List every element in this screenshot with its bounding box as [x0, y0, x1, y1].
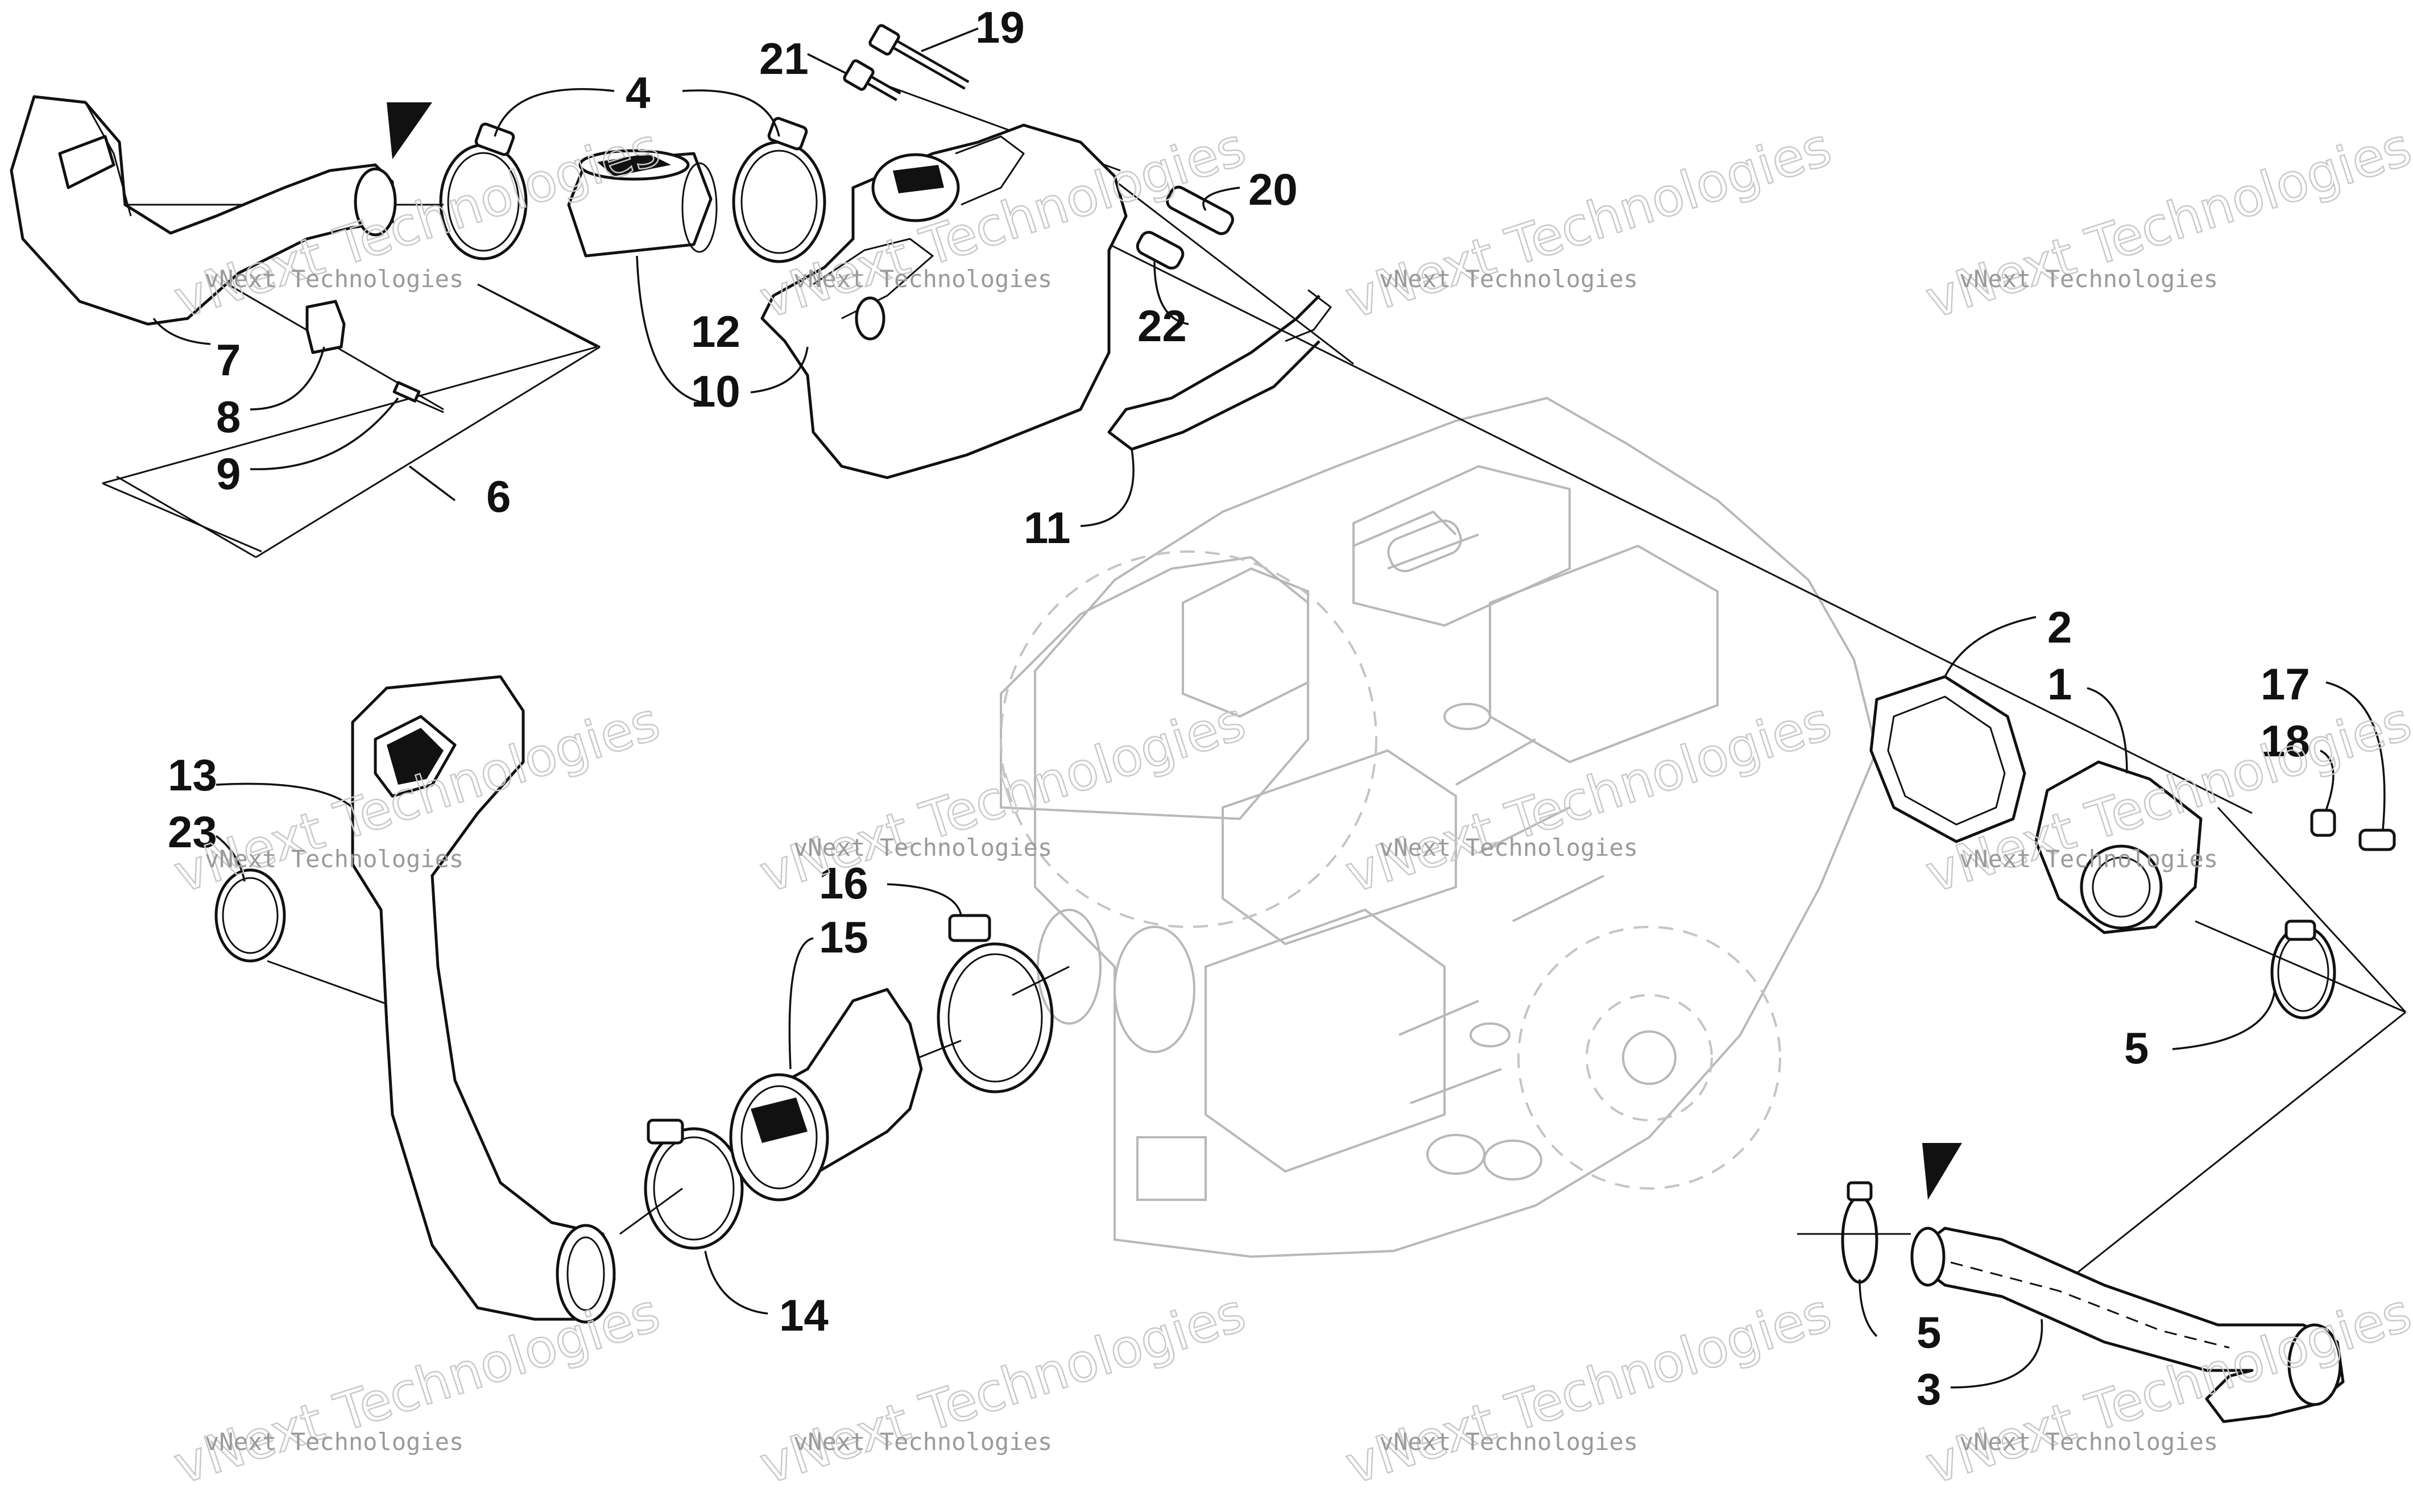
callout-14: 14 — [779, 1290, 829, 1340]
part-19-bolt — [868, 24, 970, 90]
engine-block — [1000, 396, 1878, 1258]
callout-22: 22 — [1137, 301, 1187, 351]
part-13-duct — [351, 675, 616, 1324]
part-4-clamp-right — [732, 117, 826, 263]
watermark-tr2: vNext Technologies vNext Technologies — [1918, 115, 2413, 331]
part-3-hose — [1910, 1227, 2345, 1423]
callout-5-upper: 5 — [2124, 1023, 2149, 1073]
svg-text:vNext Technologies: vNext Technologies — [1339, 116, 1839, 330]
part-5-clamp-lower — [1841, 1181, 1878, 1284]
callout-19: 19 — [975, 2, 1025, 52]
callout-6: 6 — [486, 471, 511, 521]
part-23-clamp — [214, 868, 286, 963]
svg-text:vNext Technologies: vNext Technologies — [793, 834, 1052, 861]
svg-text:vNext Technologies: vNext Technologies — [1339, 1282, 1839, 1496]
callout-10: 10 — [691, 366, 740, 416]
svg-text:vNext Technologies: vNext Technologies — [205, 845, 463, 873]
callout-15: 15 — [819, 912, 868, 962]
part-7-intake-duct — [10, 95, 397, 326]
part-6-assembly-bracket — [116, 283, 601, 558]
svg-text:vNext Technologies: vNext Technologies — [1379, 834, 1638, 861]
callout-8: 8 — [216, 392, 241, 442]
svg-text:vNext Technologies: vNext Technologies — [1959, 845, 2218, 873]
part-21-bolt — [843, 59, 901, 101]
part-11-wire-bracket — [1107, 289, 1332, 451]
direction-arrow-icon-lower — [1922, 1143, 1962, 1200]
callout-leaders — [152, 27, 2386, 1389]
part-12-sleeve — [567, 149, 718, 258]
part-1-fitting — [2034, 760, 2203, 934]
callout-1: 1 — [2047, 659, 2072, 709]
svg-text:vNext Technologies: vNext Technologies — [205, 265, 463, 293]
part-15-boot — [729, 988, 923, 1202]
callout-17: 17 — [2261, 659, 2310, 709]
callout-20: 20 — [1248, 164, 1298, 214]
callout-23: 23 — [168, 807, 217, 857]
watermark-br1: vNext Technologies vNext Technologies — [1338, 1281, 1839, 1497]
part-10-adapter — [760, 123, 1128, 479]
svg-text:vNext Technologies: vNext Technologies — [793, 265, 1052, 293]
part-9-pin — [392, 381, 444, 413]
svg-text:vNext Technologies: vNext Technologies — [1379, 1428, 1638, 1456]
svg-text:vNext Technologies: vNext Technologies — [1959, 1428, 2218, 1456]
part-18-washer — [2310, 809, 2336, 837]
watermark-bl: vNext Technologies vNext Technologies — [166, 1281, 667, 1497]
callout-numbers: 1 2 3 4 5 5 6 7 8 9 10 11 12 13 14 15 16… — [168, 2, 2310, 1414]
callout-11: 11 — [1024, 503, 1070, 553]
part-8-clip — [305, 300, 346, 354]
part-14-clamp — [644, 1119, 744, 1250]
direction-arrow-icon — [387, 102, 432, 159]
part-16-clamp — [937, 914, 1054, 1093]
callout-18: 18 — [2261, 716, 2310, 766]
part-17-bolt — [2358, 829, 2396, 851]
part-22-dowel — [1136, 230, 1185, 270]
svg-text:vNext Technologies: vNext Technologies — [1919, 116, 2413, 330]
part-2-gasket — [1869, 675, 2026, 843]
svg-text:vNext Technologies: vNext Technologies — [1959, 265, 2218, 293]
callout-21: 21 — [759, 34, 809, 84]
svg-text:vNext Technologies: vNext Technologies — [205, 1428, 463, 1456]
callout-4: 4 — [626, 68, 650, 118]
svg-text:vNext Technologies: vNext Technologies — [167, 1282, 667, 1496]
callout-7: 7 — [216, 335, 241, 385]
part-5-clamp-upper — [2270, 919, 2336, 1020]
svg-text:vNext Technologies: vNext Technologies — [1379, 265, 1638, 293]
svg-text:vNext Technologies: vNext Technologies — [1339, 690, 1839, 904]
svg-text:vNext Technologies: vNext Technologies — [793, 1428, 1052, 1456]
callout-5-lower: 5 — [1917, 1307, 1941, 1357]
watermark-mr1: vNext Technologies vNext Technologies — [1338, 690, 1839, 905]
callout-2: 2 — [2047, 602, 2072, 652]
callout-9: 9 — [216, 449, 241, 499]
callout-3: 3 — [1917, 1364, 1941, 1414]
callout-16: 16 — [819, 858, 868, 908]
callout-13: 13 — [168, 750, 217, 800]
callout-12: 12 — [691, 306, 740, 357]
watermark-tr1: vNext Technologies vNext Technologies — [1338, 115, 1839, 331]
